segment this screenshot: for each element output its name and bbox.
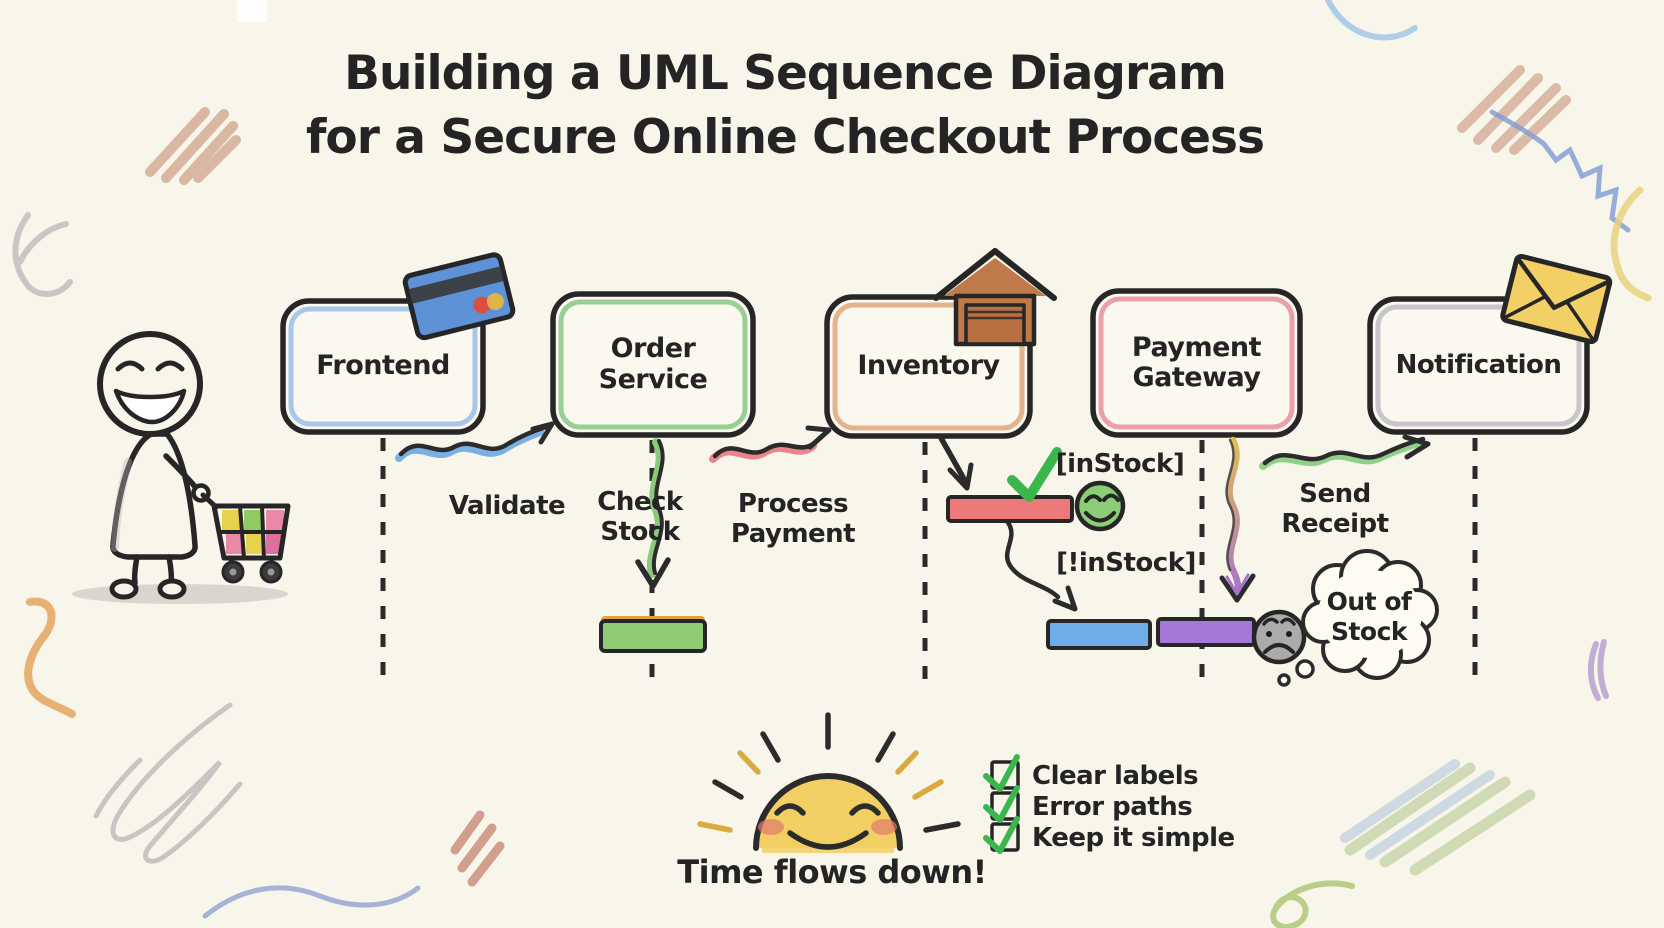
actor-inventory-label: Inventory	[857, 350, 1000, 382]
red-scribble-top-right	[1457, 65, 1571, 155]
validate-arrow	[395, 421, 555, 462]
check-stock-arrow	[635, 438, 671, 589]
blue-arc-top-right	[1325, 0, 1418, 41]
decorative-scribbles	[12, 0, 1652, 928]
red-dash-bottom	[450, 810, 505, 887]
actor-notification-label: Notification	[1395, 349, 1562, 380]
actor-payment-gateway-label: Payment Gateway	[1131, 331, 1262, 393]
purple-scribble-right	[1588, 639, 1609, 701]
actor-order-service-label: Order Service	[598, 333, 708, 395]
blue-zigzag-right	[1489, 109, 1631, 233]
order-service-activation	[599, 619, 707, 653]
checklist-checkboxes	[983, 754, 1020, 854]
sun-eyes	[774, 803, 881, 816]
checkbox	[990, 760, 1020, 790]
page-title: Building a UML Sequence Diagram for a Se…	[100, 42, 1470, 170]
pencil-scribble-left	[12, 212, 73, 297]
checkbox	[990, 822, 1020, 852]
instock-path-activation	[1046, 619, 1152, 650]
checklist-item-clear-labels: Clear labels	[1032, 761, 1199, 791]
inventory-activation	[946, 495, 1074, 523]
process-payment-arrow	[709, 425, 832, 463]
sad-face-icon	[1251, 609, 1307, 665]
sun-cheek	[758, 819, 784, 835]
send-receipt-message-label: Send Receipt	[1281, 479, 1389, 539]
shopping-cart-icon	[200, 492, 291, 584]
arrowhead	[1219, 573, 1256, 603]
blue-patch-bottom-right	[1340, 759, 1495, 860]
title-line-1: Building a UML Sequence Diagram	[344, 46, 1227, 101]
red-scribble-top-left	[145, 107, 241, 185]
happy-face-icon	[1074, 480, 1126, 532]
gateway-result-arrow	[1219, 436, 1256, 603]
envelope-icon	[1500, 253, 1613, 345]
blue-wave-bottom-left	[202, 885, 421, 919]
checkmark-icon	[1007, 447, 1062, 502]
arrowhead	[1052, 585, 1078, 612]
thought-bubble	[1295, 659, 1315, 679]
green-patch-bottom-right	[1344, 762, 1536, 876]
send-receipt-arrow	[1259, 434, 1431, 470]
checkmark-icon	[983, 816, 1020, 854]
orange-squiggle-left	[24, 597, 76, 718]
torso-shading	[111, 458, 132, 552]
out-of-stock-note: Out of Stock	[1326, 587, 1412, 646]
sun-smile	[787, 830, 869, 850]
actor-frontend-label: Frontend	[316, 350, 450, 382]
arrowhead	[635, 557, 671, 589]
smile	[113, 388, 187, 425]
thought-cloud	[1277, 549, 1439, 687]
checklist-item-error-paths: Error paths	[1032, 792, 1193, 822]
checkmark-icon	[983, 785, 1020, 823]
arrowhead	[530, 421, 555, 445]
activation-bars	[599, 495, 1256, 653]
green-curl-bottom-right	[1270, 880, 1355, 928]
inventory-check-arrow	[938, 435, 974, 491]
thought-bubble	[1277, 673, 1291, 687]
sun-icon	[697, 712, 961, 853]
checkbox	[990, 791, 1020, 821]
in-stock-guard-label: [inStock]	[1055, 449, 1185, 480]
legs	[131, 554, 175, 586]
time-flows-down-note: Time flows down!	[677, 853, 987, 891]
yellow-curve-right	[1610, 186, 1652, 302]
notification-box	[1367, 296, 1590, 435]
right-foot	[157, 578, 187, 600]
checkmark-icon	[983, 754, 1020, 792]
validate-message-label: Validate	[448, 491, 566, 522]
checklist-item-keep-it-simple: Keep it simple	[1032, 823, 1235, 853]
torso	[110, 431, 198, 560]
check-stock-message-label: Check Stock	[597, 487, 683, 547]
credit-card-icon	[402, 252, 516, 341]
sun-rays	[697, 712, 961, 833]
shopper-with-cart-icon	[72, 331, 291, 604]
warehouse-icon	[933, 248, 1057, 347]
order-service-box	[550, 291, 756, 438]
arrowhead	[805, 425, 832, 450]
not-in-stock-arrow	[1004, 518, 1078, 612]
left-foot	[109, 578, 139, 600]
process-payment-message-label: Process Payment	[730, 489, 856, 549]
title-line-2: for a Secure Online Checkout Process	[305, 109, 1265, 165]
paper-notch	[237, 0, 267, 22]
lifelines	[380, 438, 1478, 690]
arrowhead	[947, 462, 974, 491]
not-in-stock-guard-label: [!inStock]	[1056, 548, 1196, 579]
sun-cheek	[871, 819, 897, 835]
eyes	[115, 360, 185, 372]
actor-boxes	[280, 288, 1590, 439]
pencil-loops-bottom-left	[93, 702, 243, 864]
payment-gateway-box	[1090, 288, 1303, 438]
arrowhead	[1402, 434, 1431, 460]
gateway-activation	[1156, 617, 1256, 647]
